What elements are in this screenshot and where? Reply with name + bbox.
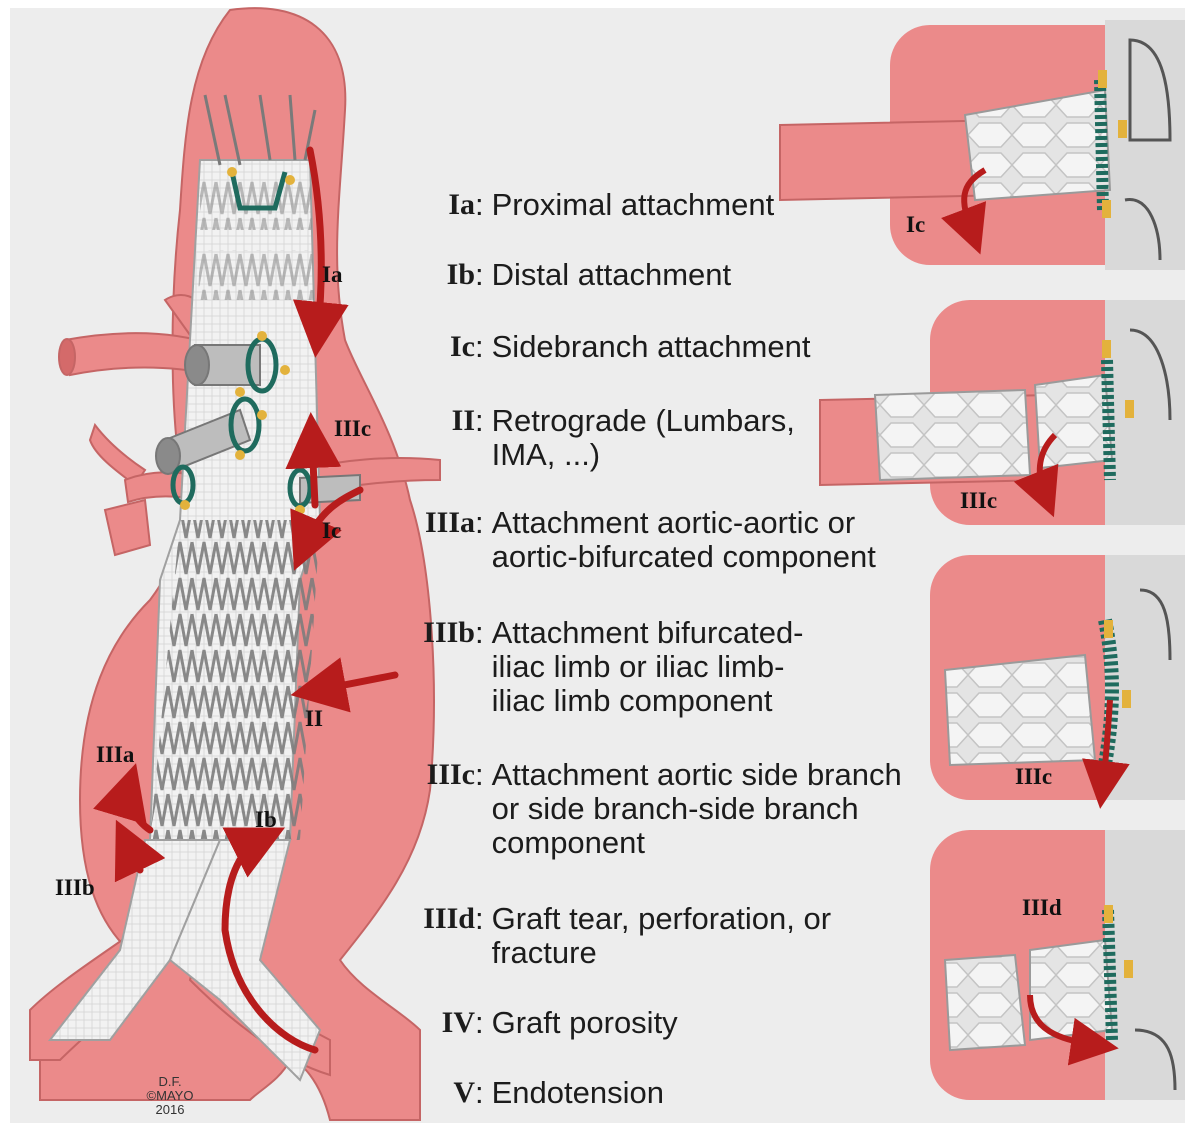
legend-code: Ib [360, 258, 475, 292]
detail-panel-iiic-2 [930, 555, 1185, 800]
label-iiia: IIIa [96, 742, 134, 768]
legend-colon: : [475, 616, 484, 650]
legend-item-ib: Ib:Distal attachment [360, 258, 731, 292]
legend-code: IIId [360, 902, 475, 936]
legend-description: Attachment bifurcated-iliac limb or ilia… [492, 616, 804, 718]
legend-description: Retrograde (Lumbars,IMA, ...) [492, 404, 795, 472]
credit-line-1: D.F. [140, 1075, 200, 1089]
legend-item-ic: Ic:Sidebranch attachment [360, 330, 810, 364]
legend-item-ii: II:Retrograde (Lumbars,IMA, ...) [360, 404, 795, 472]
legend-code: V [360, 1076, 475, 1110]
legend-item-iiib: IIIb:Attachment bifurcated-iliac limb or… [360, 616, 804, 718]
detail-label-iiic-2: IIIc [1015, 764, 1052, 790]
legend-colon: : [475, 758, 484, 792]
detail-label-ic: Ic [906, 212, 925, 238]
label-iiib: IIIb [55, 875, 95, 901]
label-ia: Ia [322, 262, 342, 288]
credit-line-3: 2016 [140, 1103, 200, 1117]
label-ii: II [305, 706, 323, 732]
detail-panel-iiid [930, 830, 1185, 1100]
artist-credit: D.F. ©MAYO 2016 [140, 1075, 200, 1117]
legend-item-v: V:Endotension [360, 1076, 664, 1110]
legend-description: Endotension [492, 1076, 664, 1110]
legend-description: Graft porosity [492, 1006, 678, 1040]
legend-code: IIIc [360, 758, 475, 792]
legend-colon: : [475, 258, 484, 292]
label-ib: Ib [255, 807, 277, 833]
legend-colon: : [475, 902, 484, 936]
legend-code: Ic [360, 330, 475, 364]
legend-description: Sidebranch attachment [492, 330, 811, 364]
label-ic: Ic [322, 518, 341, 544]
legend-code: II [360, 404, 475, 438]
legend-description: Distal attachment [492, 258, 732, 292]
legend-colon: : [475, 1076, 484, 1110]
legend-colon: : [475, 330, 484, 364]
legend-code: IV [360, 1006, 475, 1040]
legend-code: Ia [360, 188, 475, 222]
legend-code: IIIa [360, 506, 475, 540]
legend-colon: : [475, 506, 484, 540]
legend-description: Proximal attachment [492, 188, 775, 222]
legend-colon: : [475, 1006, 484, 1040]
legend-item-ia: Ia:Proximal attachment [360, 188, 774, 222]
legend-colon: : [475, 188, 484, 222]
legend-item-iv: IV:Graft porosity [360, 1006, 678, 1040]
credit-line-2: ©MAYO [140, 1089, 200, 1103]
detail-label-iiic-1: IIIc [960, 488, 997, 514]
legend-colon: : [475, 404, 484, 438]
legend-code: IIIb [360, 616, 475, 650]
detail-label-iiid: IIId [1022, 895, 1062, 921]
